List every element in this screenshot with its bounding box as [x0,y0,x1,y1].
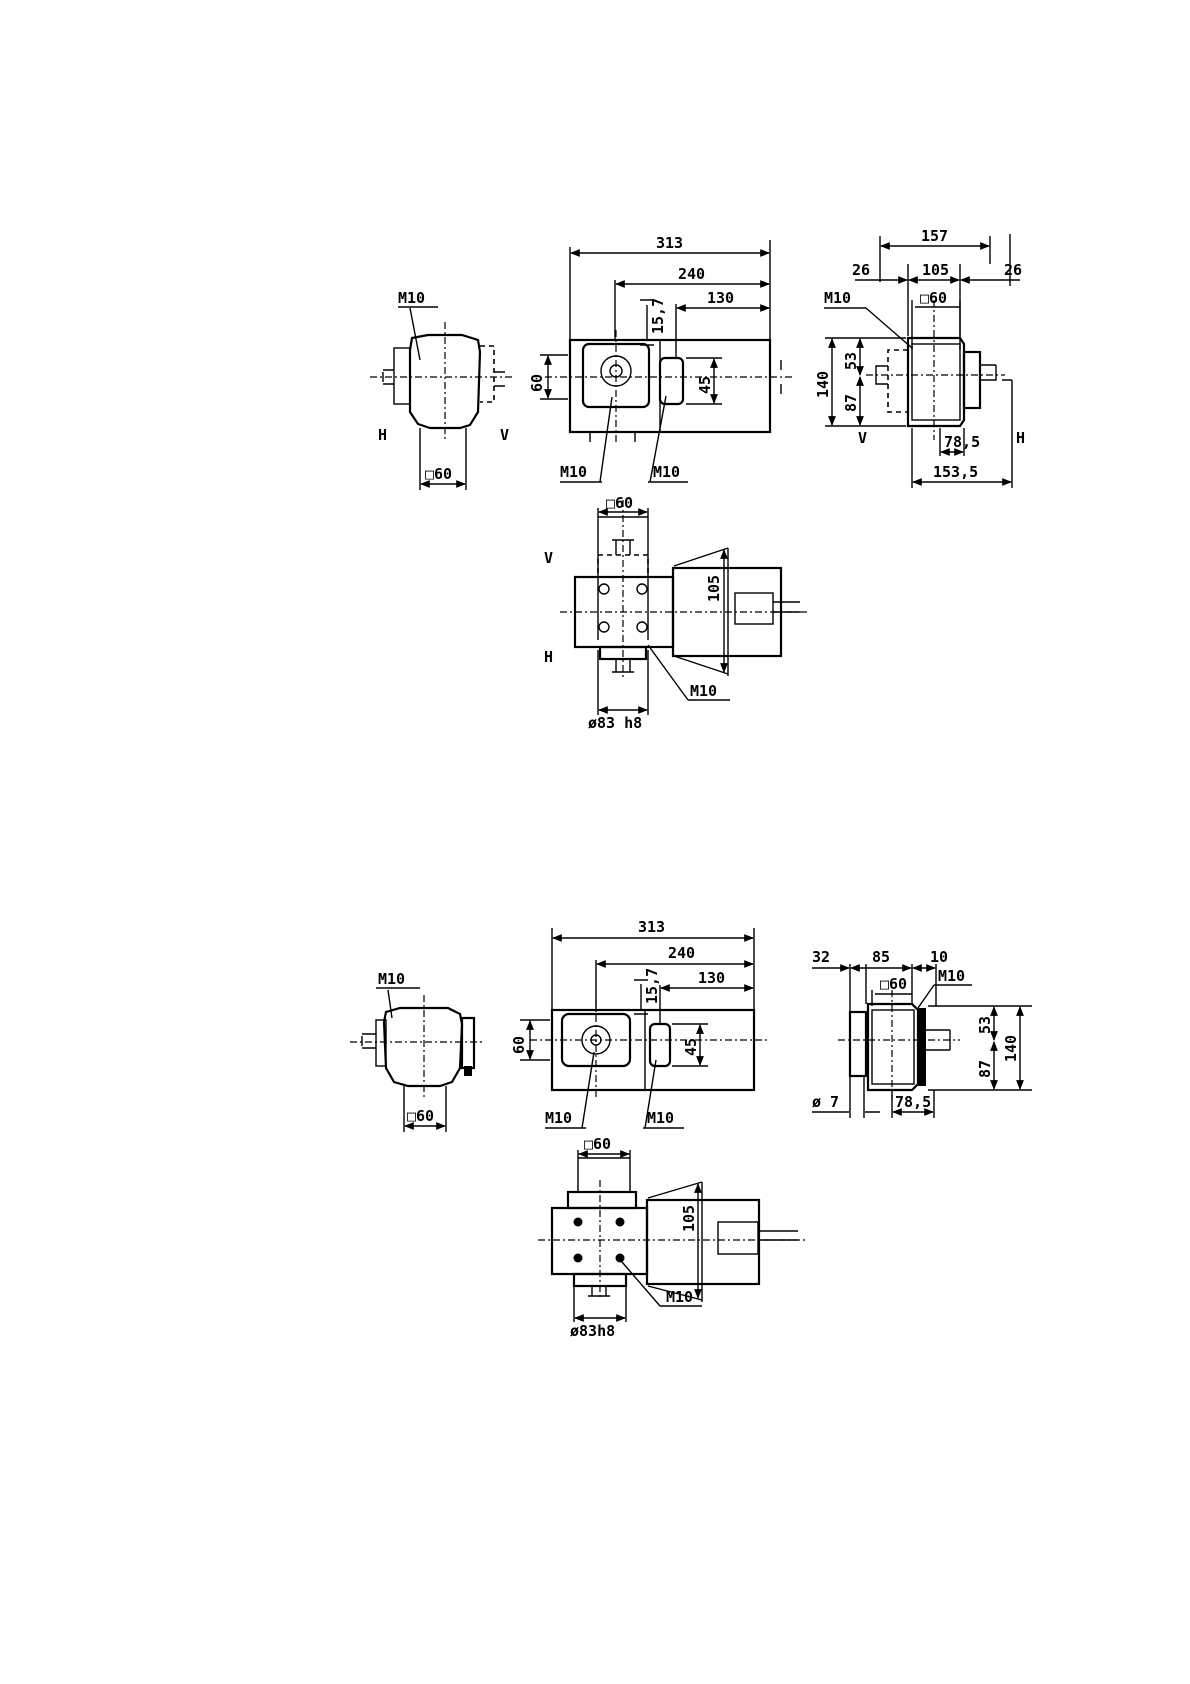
d2-front-height: 60 [510,1036,528,1054]
d2-end-thread: M10 [938,967,965,985]
d1-end-mark-h: H [1016,429,1025,447]
d2-front-thread-right: M10 [647,1109,674,1127]
d2-end-h-bottom: 87 [976,1060,994,1078]
d1-end-h-bottom: 87 [842,394,860,412]
d1-end-square: □60 [920,289,947,307]
d2-end-height: 140 [1002,1035,1020,1062]
d1-front-thread-right: M10 [653,463,680,481]
d1-side-thread: M10 [398,289,425,307]
d1-front-offset: 15,7 [649,298,667,334]
d2-end-h-top: 53 [976,1016,994,1034]
d1-end-center: 105 [922,261,949,279]
d2-end-right: 10 [930,948,948,966]
d2-end-left: 32 [812,948,830,966]
d1-end-width: 157 [921,227,948,245]
d1-front-view: 313 240 130 15,7 60 45 M10 M10 [528,234,792,482]
d2-end-hole: ø 7 [812,1093,839,1111]
d2-front-overall: 313 [638,918,665,936]
d1-front-overall: 313 [656,234,683,252]
d1-top-thread: M10 [690,682,717,700]
d2-end-center: 85 [872,948,890,966]
d2-front-mid: 240 [668,944,695,962]
d1-end-view: 157 26 105 26 M10 □60 53 140 87 78,5 153… [814,227,1025,488]
d2-side-square: □60 [407,1107,434,1125]
d2-top-square: □60 [584,1135,611,1153]
d2-front-box: 45 [682,1038,700,1056]
d1-side-view: M10 □60 H V [370,289,512,490]
d1-front-thread-left: M10 [560,463,587,481]
d1-side-mark-h: H [378,426,387,444]
d1-side-square: □60 [425,465,452,483]
d1-top-mark-h: H [544,648,553,666]
d2-side-view: M10 □60 [350,970,484,1132]
d1-top-diameter: ø83 h8 [588,714,642,732]
d2-front-thread-left: M10 [545,1109,572,1127]
d2-top-height: 105 [680,1205,698,1232]
d1-front-box: 45 [696,376,714,394]
d1-end-height: 140 [814,371,832,398]
d2-front-view: 313 240 130 15,7 60 45 M10 M10 [510,918,768,1128]
d1-end-mark-v: V [858,429,867,447]
d1-end-thread: M10 [824,289,851,307]
d1-end-shaft: 78,5 [944,433,980,451]
d1-end-right-gap: 26 [1004,261,1022,279]
d2-top-thread: M10 [666,1288,693,1306]
d2-end-square: □60 [880,975,907,993]
d2-front-motor: 130 [698,969,725,987]
drawing-1: M10 □60 H V 313 240 130 15,7 60 45 M10 M… [370,227,1025,732]
d1-front-mid: 240 [678,265,705,283]
d1-end-h-top: 53 [842,352,860,370]
d1-end-left-gap: 26 [852,261,870,279]
d1-front-motor: 130 [707,289,734,307]
d1-top-height: 105 [705,575,723,602]
drawing-2: M10 □60 313 240 130 15,7 60 45 M10 M10 [350,918,1032,1340]
d2-end-view: 32 85 10 □60 M10 53 140 87 78,5 ø 7 [812,948,1032,1118]
d1-top-square: □60 [606,494,633,512]
d1-side-mark-v: V [500,426,509,444]
d2-side-thread: M10 [378,970,405,988]
d1-top-view: □60 105 V H M10 ø83 h8 [544,494,808,732]
d1-end-total: 153,5 [933,463,978,481]
d1-front-height: 60 [528,374,546,392]
d2-top-view: □60 105 M10 ø83h8 [538,1135,808,1340]
d2-end-shaft: 78,5 [895,1093,931,1111]
d2-front-offset: 15,7 [643,968,661,1004]
d2-top-diameter: ø83h8 [570,1322,615,1340]
d1-top-mark-v: V [544,549,553,567]
